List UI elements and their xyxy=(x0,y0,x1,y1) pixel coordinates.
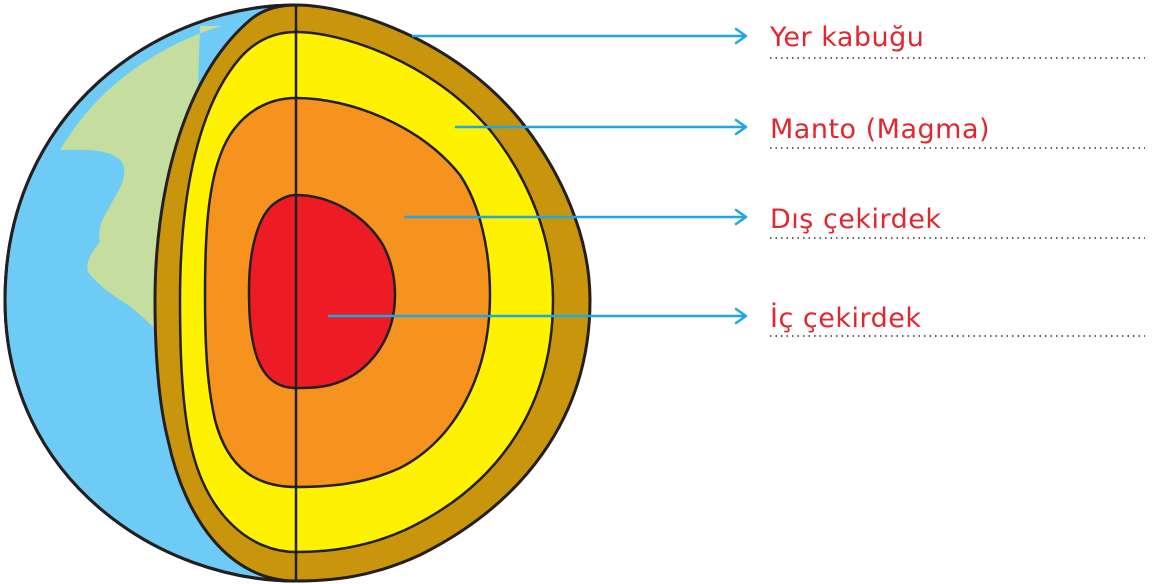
crust-label: Yer kabuğu xyxy=(769,22,924,53)
mantle-label: Manto (Magma) xyxy=(770,114,990,145)
inner-core-label: İç çekirdek xyxy=(770,302,922,334)
outer-core-label: Dış çekirdek xyxy=(770,204,942,235)
layer-label-crust: Yer kabuğu xyxy=(412,22,1145,58)
layer-label-mantle: Manto (Magma) xyxy=(455,114,1145,148)
